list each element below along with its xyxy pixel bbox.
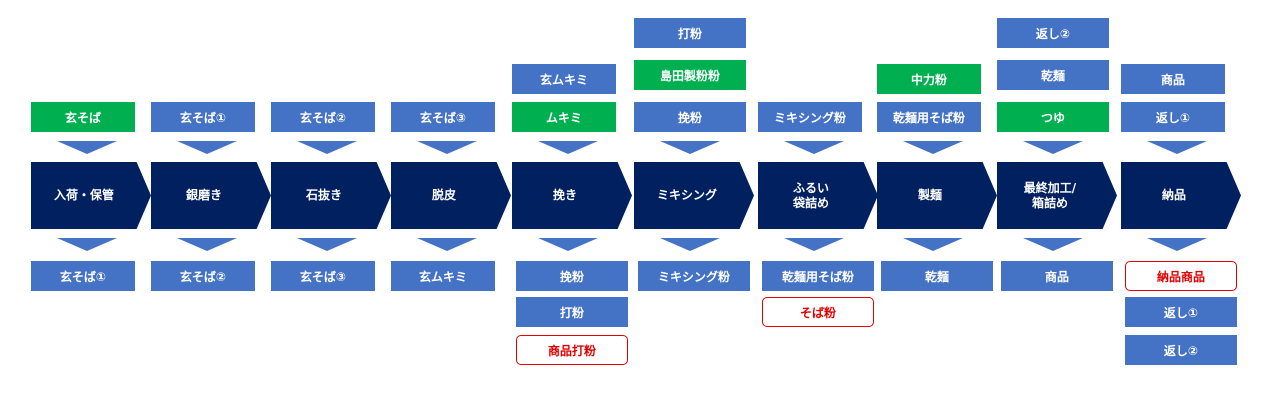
output-arrow <box>903 238 963 251</box>
process-step: 最終加工/箱詰め <box>997 162 1117 229</box>
input-material: 返し② <box>997 18 1109 48</box>
output-material: ミキシング粉 <box>638 261 750 291</box>
output-material: 商品 <box>1001 261 1113 291</box>
input-arrow <box>1023 141 1083 154</box>
output-material: 玄そば② <box>151 261 255 291</box>
process-step: 石抜き <box>271 162 391 229</box>
output-material: 乾麺 <box>881 261 993 291</box>
process-step: ふるい袋詰め <box>758 162 878 229</box>
output-arrow <box>660 238 720 251</box>
input-arrow <box>784 141 844 154</box>
input-material: 玄そば <box>31 102 135 132</box>
process-step: 入荷・保管 <box>31 162 151 229</box>
output-material: 玄そば③ <box>271 261 375 291</box>
input-material: 玄ムキミ <box>512 64 616 94</box>
output-material: 挽粉 <box>516 261 628 291</box>
input-material: 返し① <box>1121 102 1225 132</box>
input-material: 乾麺 <box>997 60 1109 90</box>
input-material: 挽粉 <box>634 102 746 132</box>
output-arrow <box>417 238 477 251</box>
input-material: ミキシング粉 <box>758 102 862 132</box>
input-arrow <box>903 141 963 154</box>
output-material: 玄ムキミ <box>391 261 495 291</box>
output-arrow <box>784 238 844 251</box>
process-step: ミキシング <box>634 162 754 229</box>
input-material: 玄そば③ <box>391 102 495 132</box>
process-step: 銀磨き <box>151 162 271 229</box>
output-arrow <box>57 238 117 251</box>
process-step: 製麺 <box>877 162 997 229</box>
input-arrow <box>538 141 598 154</box>
output-arrow <box>297 238 357 251</box>
output-material: 返し① <box>1125 297 1237 327</box>
input-material: 商品 <box>1121 64 1225 94</box>
output-material: 乾麺用そば粉 <box>762 261 874 291</box>
input-arrow <box>417 141 477 154</box>
input-arrow <box>297 141 357 154</box>
input-arrow <box>57 141 117 154</box>
input-material: 玄そば② <box>271 102 375 132</box>
product-output: 商品打粉 <box>516 335 628 365</box>
input-material: 中力粉 <box>877 64 981 94</box>
output-arrow <box>1147 238 1207 251</box>
input-material: 島田製粉粉 <box>634 60 746 90</box>
product-output: そば粉 <box>762 297 874 327</box>
process-step: 挽き <box>512 162 632 229</box>
output-material: 玄そば① <box>31 261 135 291</box>
input-material: 乾麺用そば粉 <box>877 102 981 132</box>
process-step: 脱皮 <box>391 162 511 229</box>
output-material: 打粉 <box>516 297 628 327</box>
output-arrow <box>177 238 237 251</box>
input-material: 玄そば① <box>151 102 255 132</box>
output-arrow <box>1023 238 1083 251</box>
input-material: つゆ <box>997 102 1109 132</box>
output-material: 返し② <box>1125 335 1237 365</box>
input-material: ムキミ <box>512 102 616 132</box>
process-step: 納品 <box>1121 162 1241 229</box>
input-arrow <box>660 141 720 154</box>
input-material: 打粉 <box>634 18 746 48</box>
input-arrow <box>1147 141 1207 154</box>
input-arrow <box>177 141 237 154</box>
product-output: 納品商品 <box>1125 261 1237 291</box>
output-arrow <box>538 238 598 251</box>
